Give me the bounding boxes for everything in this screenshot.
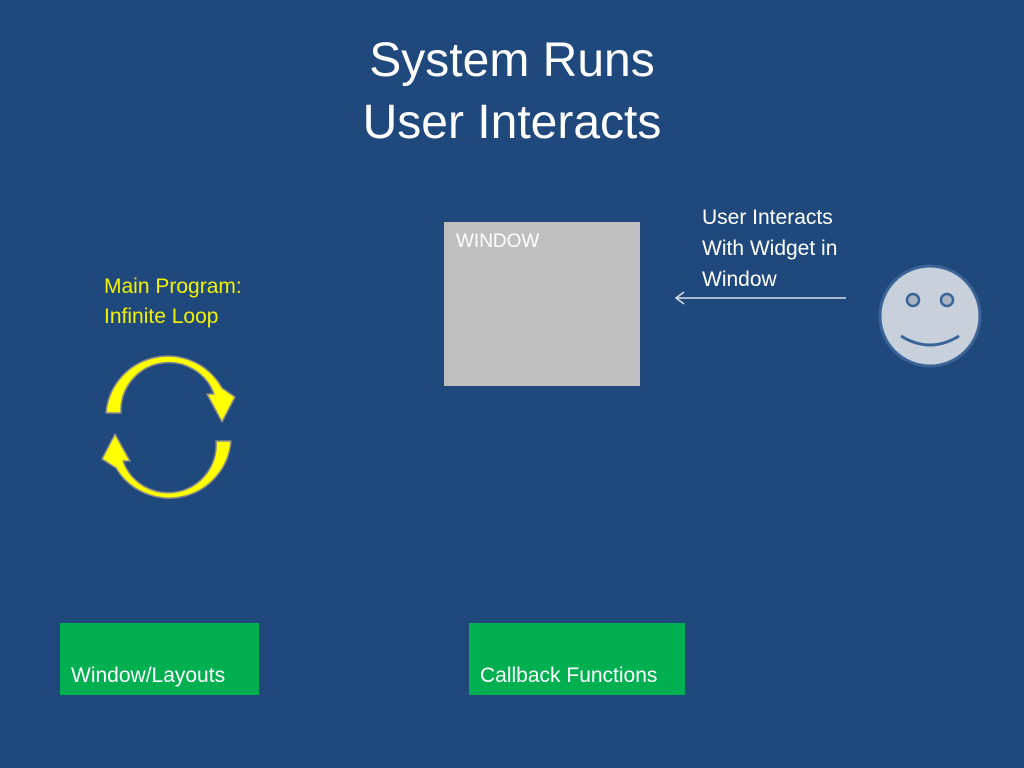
main-program-label-line-1: Main Program: bbox=[104, 275, 242, 298]
smiley-face-icon bbox=[878, 264, 982, 368]
smiley-head bbox=[878, 264, 982, 368]
user-interacts-line-3: Window bbox=[702, 268, 777, 291]
window-label: WINDOW bbox=[456, 231, 540, 252]
loop-bottom-arc bbox=[101, 433, 232, 499]
smiley-left-eye bbox=[905, 292, 921, 308]
callback-functions-label: Callback Functions bbox=[480, 664, 658, 687]
user-interacts-line-1: User Interacts bbox=[702, 206, 833, 229]
window-box: WINDOW bbox=[444, 222, 640, 386]
title-line-2: User Interacts bbox=[362, 96, 662, 149]
window-layouts-box: Window/Layouts bbox=[60, 623, 259, 695]
circular-arrows-icon bbox=[101, 355, 236, 499]
slide-title: System Runs User Interacts bbox=[0, 30, 1024, 154]
smiley-mouth bbox=[900, 334, 960, 347]
window-layouts-label: Window/Layouts bbox=[71, 664, 226, 687]
left-arrow-icon bbox=[674, 291, 846, 305]
title-line-1: System Runs bbox=[369, 34, 655, 87]
main-program-label: Main Program: Infinite Loop bbox=[104, 272, 242, 332]
main-program-label-line-2: Infinite Loop bbox=[104, 305, 219, 328]
user-interacts-line-2: With Widget in bbox=[702, 237, 838, 260]
smiley-right-eye bbox=[939, 292, 955, 308]
user-interacts-label: User Interacts With Widget in Window bbox=[702, 202, 837, 295]
loop-top-arc bbox=[105, 355, 236, 423]
callback-functions-box: Callback Functions bbox=[469, 623, 685, 695]
